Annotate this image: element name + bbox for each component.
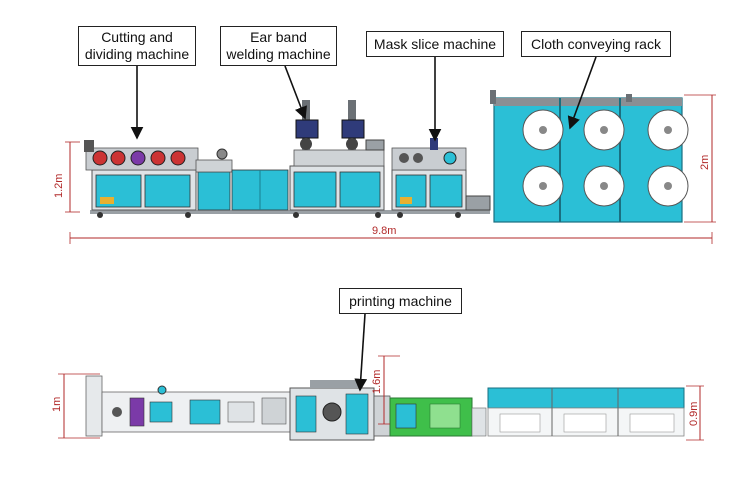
ear-band-label: Ear band welding machine <box>220 26 337 66</box>
mask-slice-machine <box>391 138 491 218</box>
transfer-section <box>195 148 233 211</box>
ear-band-label-line1: Ear band <box>250 29 307 45</box>
dim-top-height-left: 1.2m <box>53 174 65 198</box>
printing-machine <box>289 380 375 441</box>
bottom-frame-left <box>85 375 293 437</box>
ear-band-leader <box>284 65 307 120</box>
ear-band-welding-machine <box>231 100 385 218</box>
cutting-label-line1: Cutting and <box>101 29 173 45</box>
cloth-rack-leader <box>567 56 597 130</box>
dim-top-length: 9.8m <box>372 225 396 237</box>
top-base-rail <box>90 210 490 214</box>
bottom-cloth-rack <box>487 387 685 437</box>
top-side-view: 1.2m 9.8m 2m <box>53 56 716 244</box>
mask-slice-label: Mask slice machine <box>366 31 504 57</box>
bottom-mask-slice-section <box>373 395 487 437</box>
ear-band-label-line2: welding machine <box>226 46 331 62</box>
cloth-conveying-rack <box>490 90 689 223</box>
printing-machine-label: printing machine <box>339 288 462 314</box>
top-dimensions: 1.2m 9.8m 2m <box>53 94 716 244</box>
cutting-machine <box>84 140 199 218</box>
cutting-label-line2: dividing machine <box>84 46 190 62</box>
dim-bottom-height-left: 1m <box>51 397 63 412</box>
dim-bottom-height-mid: 1.6m <box>371 370 383 394</box>
cloth-rack-label: Cloth conveying rack <box>521 31 671 57</box>
dim-top-height-right: 2m <box>699 155 711 170</box>
printing-leader <box>354 313 368 392</box>
cutting-machine-label: Cutting and dividing machine <box>78 26 196 66</box>
bottom-top-view: 1m 1.6m 0.9m <box>51 313 704 441</box>
bottom-dimensions: 1m 1.6m 0.9m <box>51 355 704 441</box>
dim-bottom-height-right: 0.9m <box>688 402 700 426</box>
